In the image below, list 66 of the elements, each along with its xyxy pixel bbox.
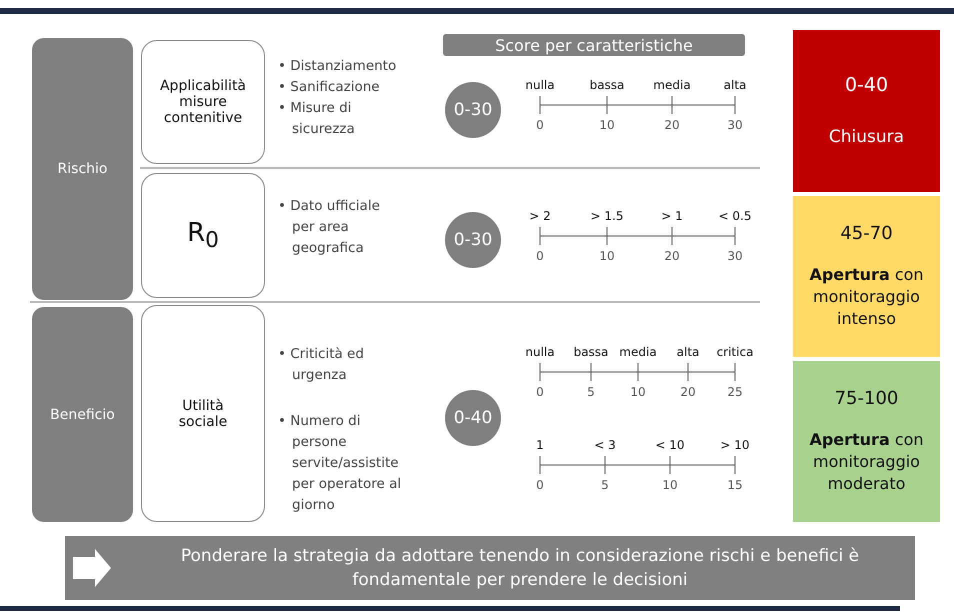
tick-label: 30 [727, 249, 743, 263]
tick-label: 10 [630, 385, 646, 399]
tick-label: 10 [662, 478, 678, 492]
scale-level-label: nulla [525, 78, 555, 92]
node-label: Score per caratteristiche [495, 36, 693, 54]
tick-label: 10 [599, 249, 615, 263]
tick-label: 20 [664, 118, 680, 132]
score-range: 0-40 [844, 74, 888, 96]
node-label: 0-40 [454, 408, 492, 428]
tick-label: 0 [536, 118, 544, 132]
scale-level-label: > 1.5 [590, 209, 624, 223]
tick-label: 5 [601, 478, 609, 492]
scale-level-label: > 2 [529, 209, 551, 223]
scale-level-label: alta [676, 345, 700, 359]
bullet-item: • Numero di persone servite/assistite per operatore al giorno [278, 412, 402, 515]
tick-label: 20 [680, 385, 696, 399]
node-label: R$_{0}$ [187, 218, 219, 254]
factor-box [141, 40, 265, 164]
node-label: 0-30 [454, 100, 492, 120]
scale-level-label: > 1 [661, 209, 683, 223]
message-banner [65, 536, 915, 600]
bullet-item: • Misure di sicurezza [278, 99, 356, 139]
outcome-text: Apertura con monitoraggio intenso [808, 264, 925, 330]
tick-label: 30 [727, 118, 743, 132]
scale-level-label: media [619, 345, 657, 359]
outcome-text: Apertura con monitoraggio moderato [808, 429, 925, 495]
category-band [32, 38, 133, 300]
score-range: 45-70 [840, 223, 893, 244]
node-label: Rischio [58, 161, 108, 177]
tick-label: 0 [536, 249, 544, 263]
tick-label: 15 [727, 478, 743, 492]
scale-level-label: bassa [574, 345, 608, 359]
tick-label: 0 [536, 478, 544, 492]
scale-level-label: < 0.5 [718, 209, 752, 223]
tick-label: 0 [536, 385, 544, 399]
tick-label: 25 [727, 385, 743, 399]
outcome-box [793, 361, 940, 522]
scale-level-label: media [653, 78, 691, 92]
tick-label: 20 [664, 249, 680, 263]
node-label: 0-30 [454, 230, 492, 250]
node-label: Ponderare la strategia da adottare tenendo in considerazione rischi e benefici è fondamentale per prendere le decisioni [180, 545, 860, 592]
node-label: Beneficio [50, 406, 115, 422]
scale-level-label: nulla [525, 345, 555, 359]
tick-label: 10 [599, 118, 615, 132]
score-range: 75-100 [834, 388, 898, 409]
factor-box [141, 305, 265, 522]
outcome-text: Chiusura [828, 126, 904, 148]
bullet-item: • Dato ufficiale per area geografica [278, 197, 381, 258]
node-label: Utilità sociale [178, 398, 228, 430]
bullet-item: • Distanziamento [278, 57, 398, 76]
scale-level-label: bassa [590, 78, 624, 92]
scale-level-label: critica [716, 345, 754, 359]
scale-level-label: < 3 [594, 438, 616, 452]
scale-level-label: 1 [536, 438, 544, 452]
node-label: Applicabilità misure contenitive [158, 78, 248, 126]
scale-level-label: alta [724, 78, 746, 92]
factor-box [141, 173, 265, 298]
bullet-item: • Criticità ed urgenza [278, 345, 365, 385]
tick-label: 5 [587, 385, 595, 399]
scale-level-label: < 10 [655, 438, 685, 452]
category-band [32, 307, 133, 522]
header-bar [443, 34, 745, 56]
bullet-item: • Sanificazione [278, 78, 381, 97]
outcome-box [793, 196, 940, 357]
scale-level-label: > 10 [720, 438, 750, 452]
outcome-box [793, 30, 940, 192]
